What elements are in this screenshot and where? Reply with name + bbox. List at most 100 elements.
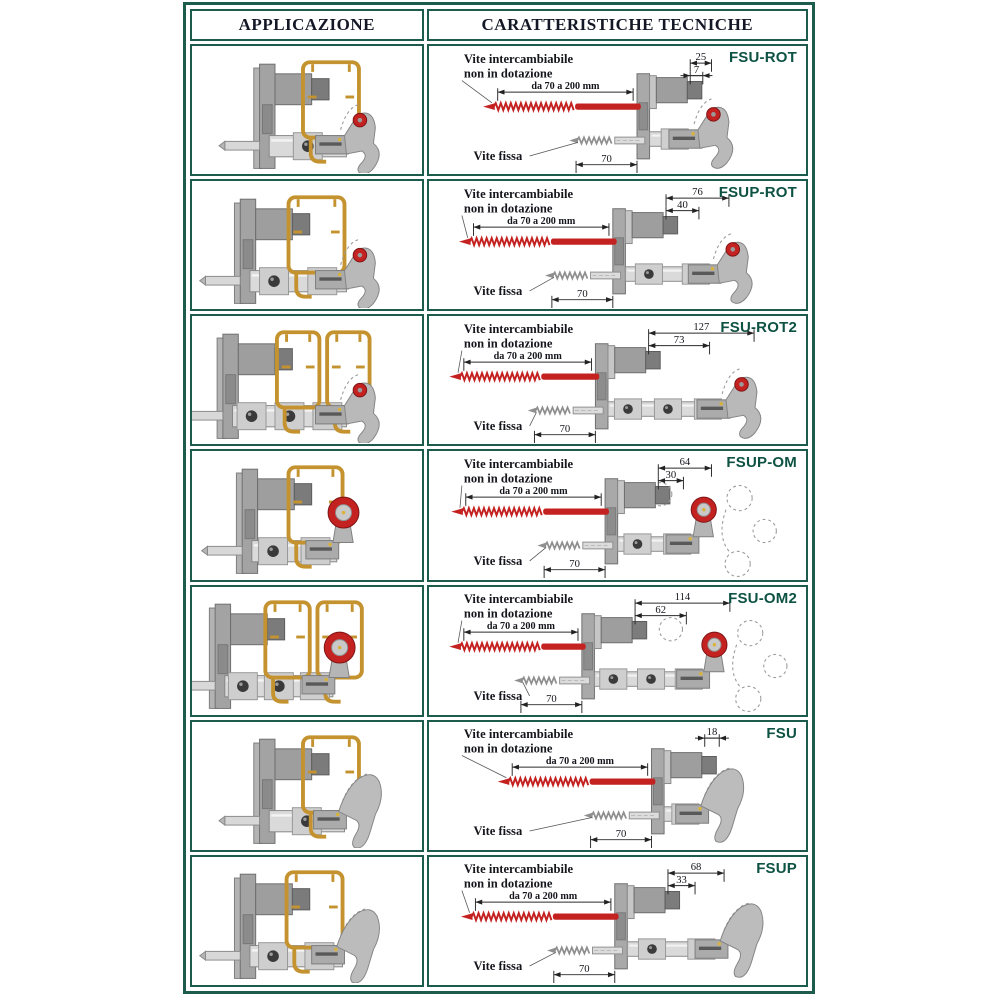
application-cell <box>190 719 424 852</box>
dimension-value: 70 <box>579 964 590 975</box>
interchangeable-screw-label: non in dotazione <box>464 472 553 486</box>
dimension-value: 70 <box>601 153 612 164</box>
spindle-shaft <box>198 275 241 286</box>
application-cell <box>190 179 424 312</box>
brand-text-mark <box>672 136 695 140</box>
fixed-screw <box>568 134 645 146</box>
interchangeable-screw-label: Vite intercambiabile <box>464 457 574 471</box>
fixed-screw-label: Vite fissa <box>473 419 522 433</box>
dimension-value: da 70 a 200 mm <box>487 621 556 632</box>
motor-block <box>631 211 664 238</box>
fixed-screw-label: Vite fissa <box>473 284 522 298</box>
fixed-screw-label: Vite fissa <box>473 959 522 973</box>
motor-block <box>230 613 268 646</box>
application-drawing <box>192 600 364 710</box>
spindle-shaft <box>218 139 261 151</box>
application-drawing <box>218 735 382 849</box>
product-code: FSUP-OM <box>726 454 797 472</box>
dimension-value: 70 <box>577 288 588 299</box>
brand-text-mark <box>669 541 692 545</box>
dimension-value: 7 <box>694 64 699 75</box>
interchangeable-screw <box>450 505 609 518</box>
interchangeable-screw <box>482 99 641 113</box>
column-header-technical: CARATTERISTICHE TECNICHE <box>426 9 808 41</box>
fixed-screw-label: Vite fissa <box>473 148 522 162</box>
dimension-value: 40 <box>677 199 688 210</box>
interchangeable-screw <box>449 370 599 383</box>
brand-text-mark <box>691 271 715 275</box>
application-drawing <box>198 195 380 308</box>
dimension-value: 70 <box>569 559 580 570</box>
hook-with-roller <box>315 238 380 308</box>
hook-with-roller <box>696 368 762 439</box>
spindle-shaft <box>198 950 241 962</box>
roller-wheel-assembly <box>305 496 360 560</box>
header-row: APPLICAZIONE CARATTERISTICHE TECNICHE <box>190 9 808 41</box>
interchangeable-screw-label: non in dotazione <box>464 742 553 756</box>
application-cell <box>190 449 424 582</box>
interchangeable-screw-label: non in dotazione <box>464 336 553 350</box>
hook-claw <box>313 773 382 849</box>
fixed-screw-label: Vite fissa <box>473 554 522 568</box>
motor-block <box>600 617 633 644</box>
interchangeable-screw-label: Vite intercambiabile <box>464 727 574 741</box>
dimension-value: 18 <box>706 727 717 738</box>
motor-block <box>623 482 656 509</box>
roller-wheel-assembly <box>301 631 356 695</box>
dimension-value: 70 <box>559 424 570 435</box>
interchangeable-screw-label: non in dotazione <box>464 877 553 891</box>
spindle-shaft <box>192 681 216 691</box>
motor-block <box>655 76 688 103</box>
spindle-shaft <box>200 545 243 557</box>
brand-text-mark <box>700 406 723 410</box>
interchangeable-screw-label: non in dotazione <box>464 201 553 215</box>
motor-block <box>237 343 276 376</box>
dimension-value: 70 <box>615 829 626 840</box>
roller-wheel-assembly <box>675 631 728 689</box>
application-cell <box>190 314 424 447</box>
dimension-value: da 70 a 200 mm <box>499 486 568 497</box>
catalog-table: APPLICAZIONE CARATTERISTICHE TECNICHE Vi… <box>187 6 811 990</box>
mount-plate <box>216 333 293 439</box>
fixed-screw <box>513 675 590 687</box>
dimension-value: 68 <box>690 863 701 874</box>
product-code: FSU-ROT <box>728 49 797 66</box>
dimension-value: da 70 a 200 mm <box>509 892 578 903</box>
motor-block <box>670 752 702 779</box>
column-header-application: APPLICAZIONE <box>190 9 424 41</box>
application-cell <box>190 44 424 177</box>
shutter-profile <box>274 330 322 434</box>
product-code: FSUP-ROT <box>718 184 797 202</box>
interchangeable-screw-label: Vite intercambiabile <box>464 52 574 66</box>
fixed-screw-label: Vite fissa <box>473 824 522 838</box>
interchangeable-screw <box>458 235 617 248</box>
dimension-value: 73 <box>673 335 684 346</box>
hook-with-roller <box>668 97 733 169</box>
brand-text-mark <box>317 817 340 821</box>
dimension-value: da 70 a 200 mm <box>507 216 576 227</box>
hook-claw <box>694 902 764 979</box>
interchangeable-screw-label: non in dotazione <box>464 607 553 621</box>
dimension-value: da 70 a 200 mm <box>493 351 562 362</box>
dimension-value: 30 <box>665 470 676 481</box>
product-code: FSUP <box>756 859 797 877</box>
brand-text-mark <box>319 141 342 146</box>
interchangeable-screw <box>497 775 656 789</box>
brand-text-mark <box>309 547 332 551</box>
shutter-profile <box>263 600 312 704</box>
motor-block <box>613 346 646 374</box>
product-code: FSU <box>766 724 797 742</box>
catalog-table-frame: APPLICAZIONE CARATTERISTICHE TECNICHE Vi… <box>183 2 815 994</box>
